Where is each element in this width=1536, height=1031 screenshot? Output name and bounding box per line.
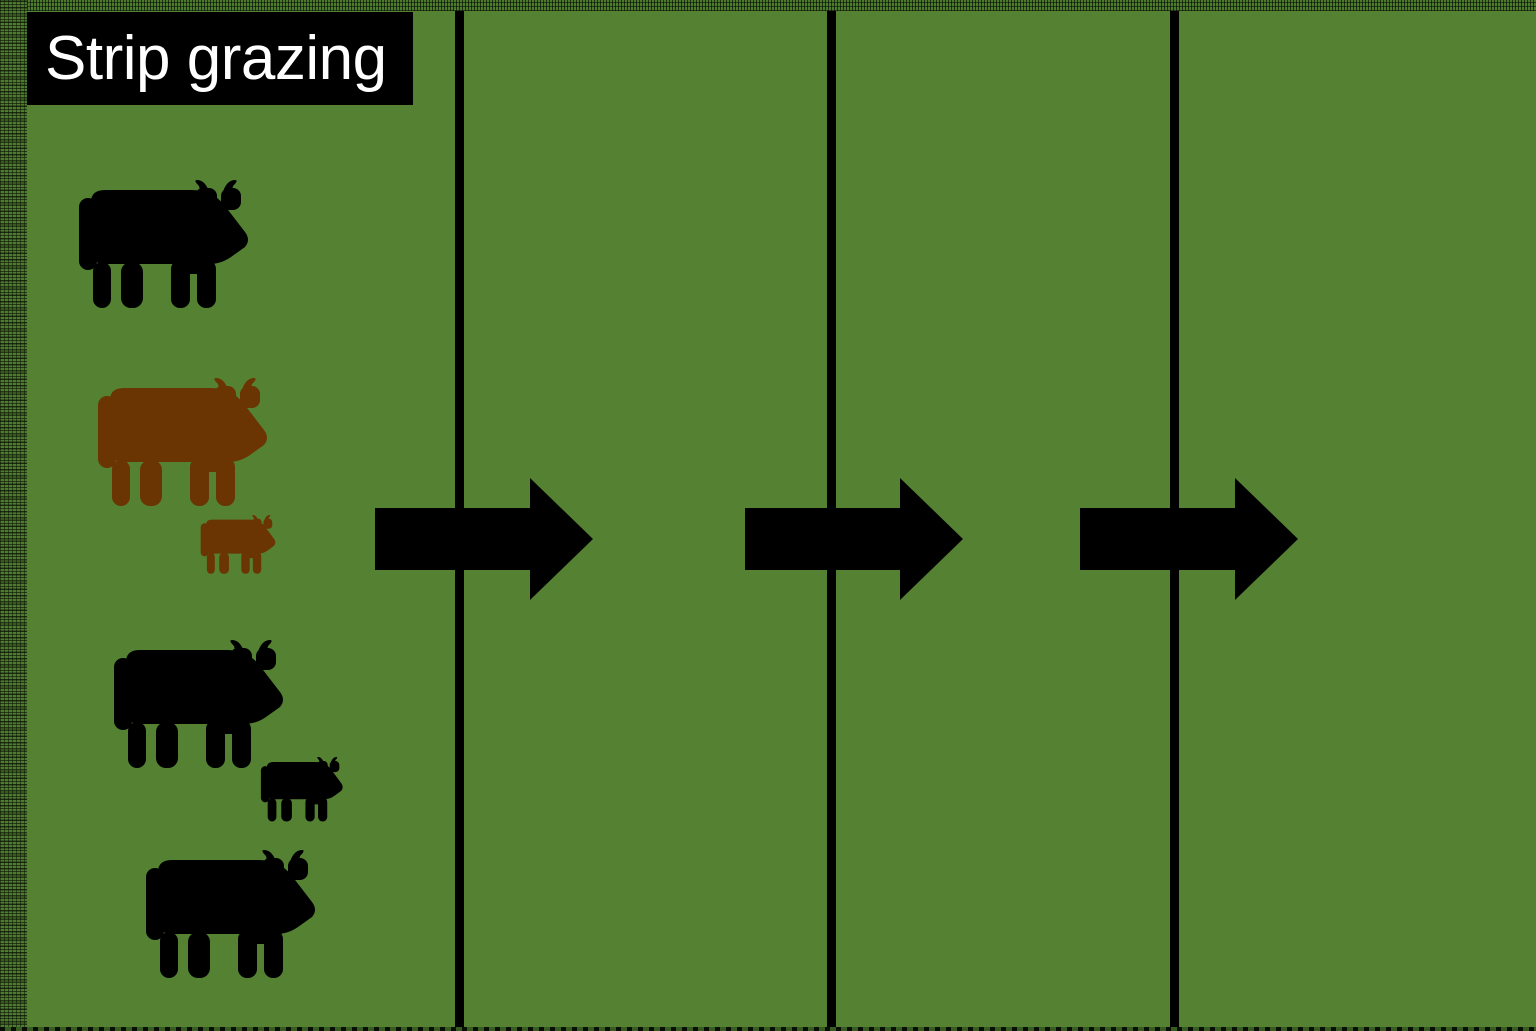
calf-silhouette-icon (200, 515, 276, 574)
title-banner: Strip grazing (27, 12, 413, 105)
calf-2 (258, 757, 350, 825)
grazing-direction-arrow-2 (745, 478, 963, 600)
cow-silhouette-icon (79, 180, 248, 308)
arrow-right-icon (1080, 478, 1298, 600)
calf-silhouette-icon (260, 757, 343, 822)
arrow-right-icon (745, 478, 963, 600)
bottom-edge-artifact (0, 1027, 1536, 1031)
grazing-direction-arrow-1 (375, 478, 593, 600)
cow-1 (73, 180, 263, 315)
cow-silhouette-icon (146, 850, 315, 978)
page-title: Strip grazing (45, 23, 387, 93)
cow-4 (140, 850, 330, 985)
cow-silhouette-icon (114, 640, 283, 768)
cow-silhouette-icon (98, 378, 267, 506)
calf-1 (198, 515, 282, 577)
cow-2 (92, 378, 282, 513)
arrow-right-icon (375, 478, 593, 600)
cow-3 (108, 640, 298, 775)
top-edge-artifact (0, 0, 1536, 11)
grazing-direction-arrow-3 (1080, 478, 1298, 600)
left-edge-artifact (0, 0, 27, 1031)
